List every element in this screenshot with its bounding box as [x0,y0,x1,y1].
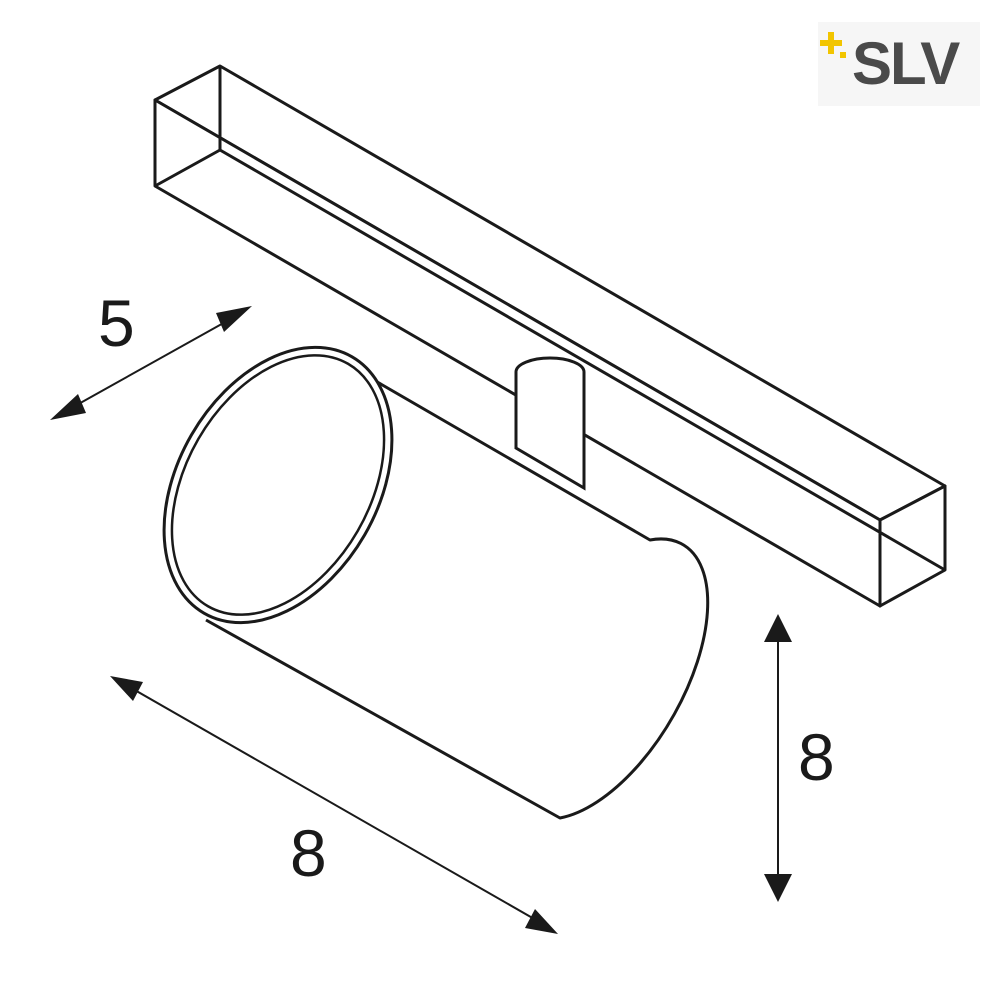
dim-depth-arrow-start [50,394,86,420]
adapter-stem [514,356,586,491]
dimension-depth-label: 5 [98,286,135,360]
spotlight-body [162,345,710,820]
dim-depth-line [65,315,237,412]
dim-height-arrow-end [764,874,792,902]
dim-length-line [125,684,544,925]
brand-name: SLV [852,30,960,97]
dimension-height-label: 8 [798,720,835,794]
dim-length-arrow-start [110,676,143,701]
dimension-lines [50,306,792,934]
dim-height-arrow-start [764,614,792,642]
cylinder-inner-rim [170,354,386,616]
dim-length-arrow-end [525,909,558,934]
slv-logo: SLV [818,22,980,106]
dimension-length-label: 8 [290,816,327,890]
plus-sparkle-icon [820,32,846,58]
cylinder-front-rim [162,345,394,625]
track-rail [153,64,947,608]
dim-depth-arrow-end [216,306,252,332]
